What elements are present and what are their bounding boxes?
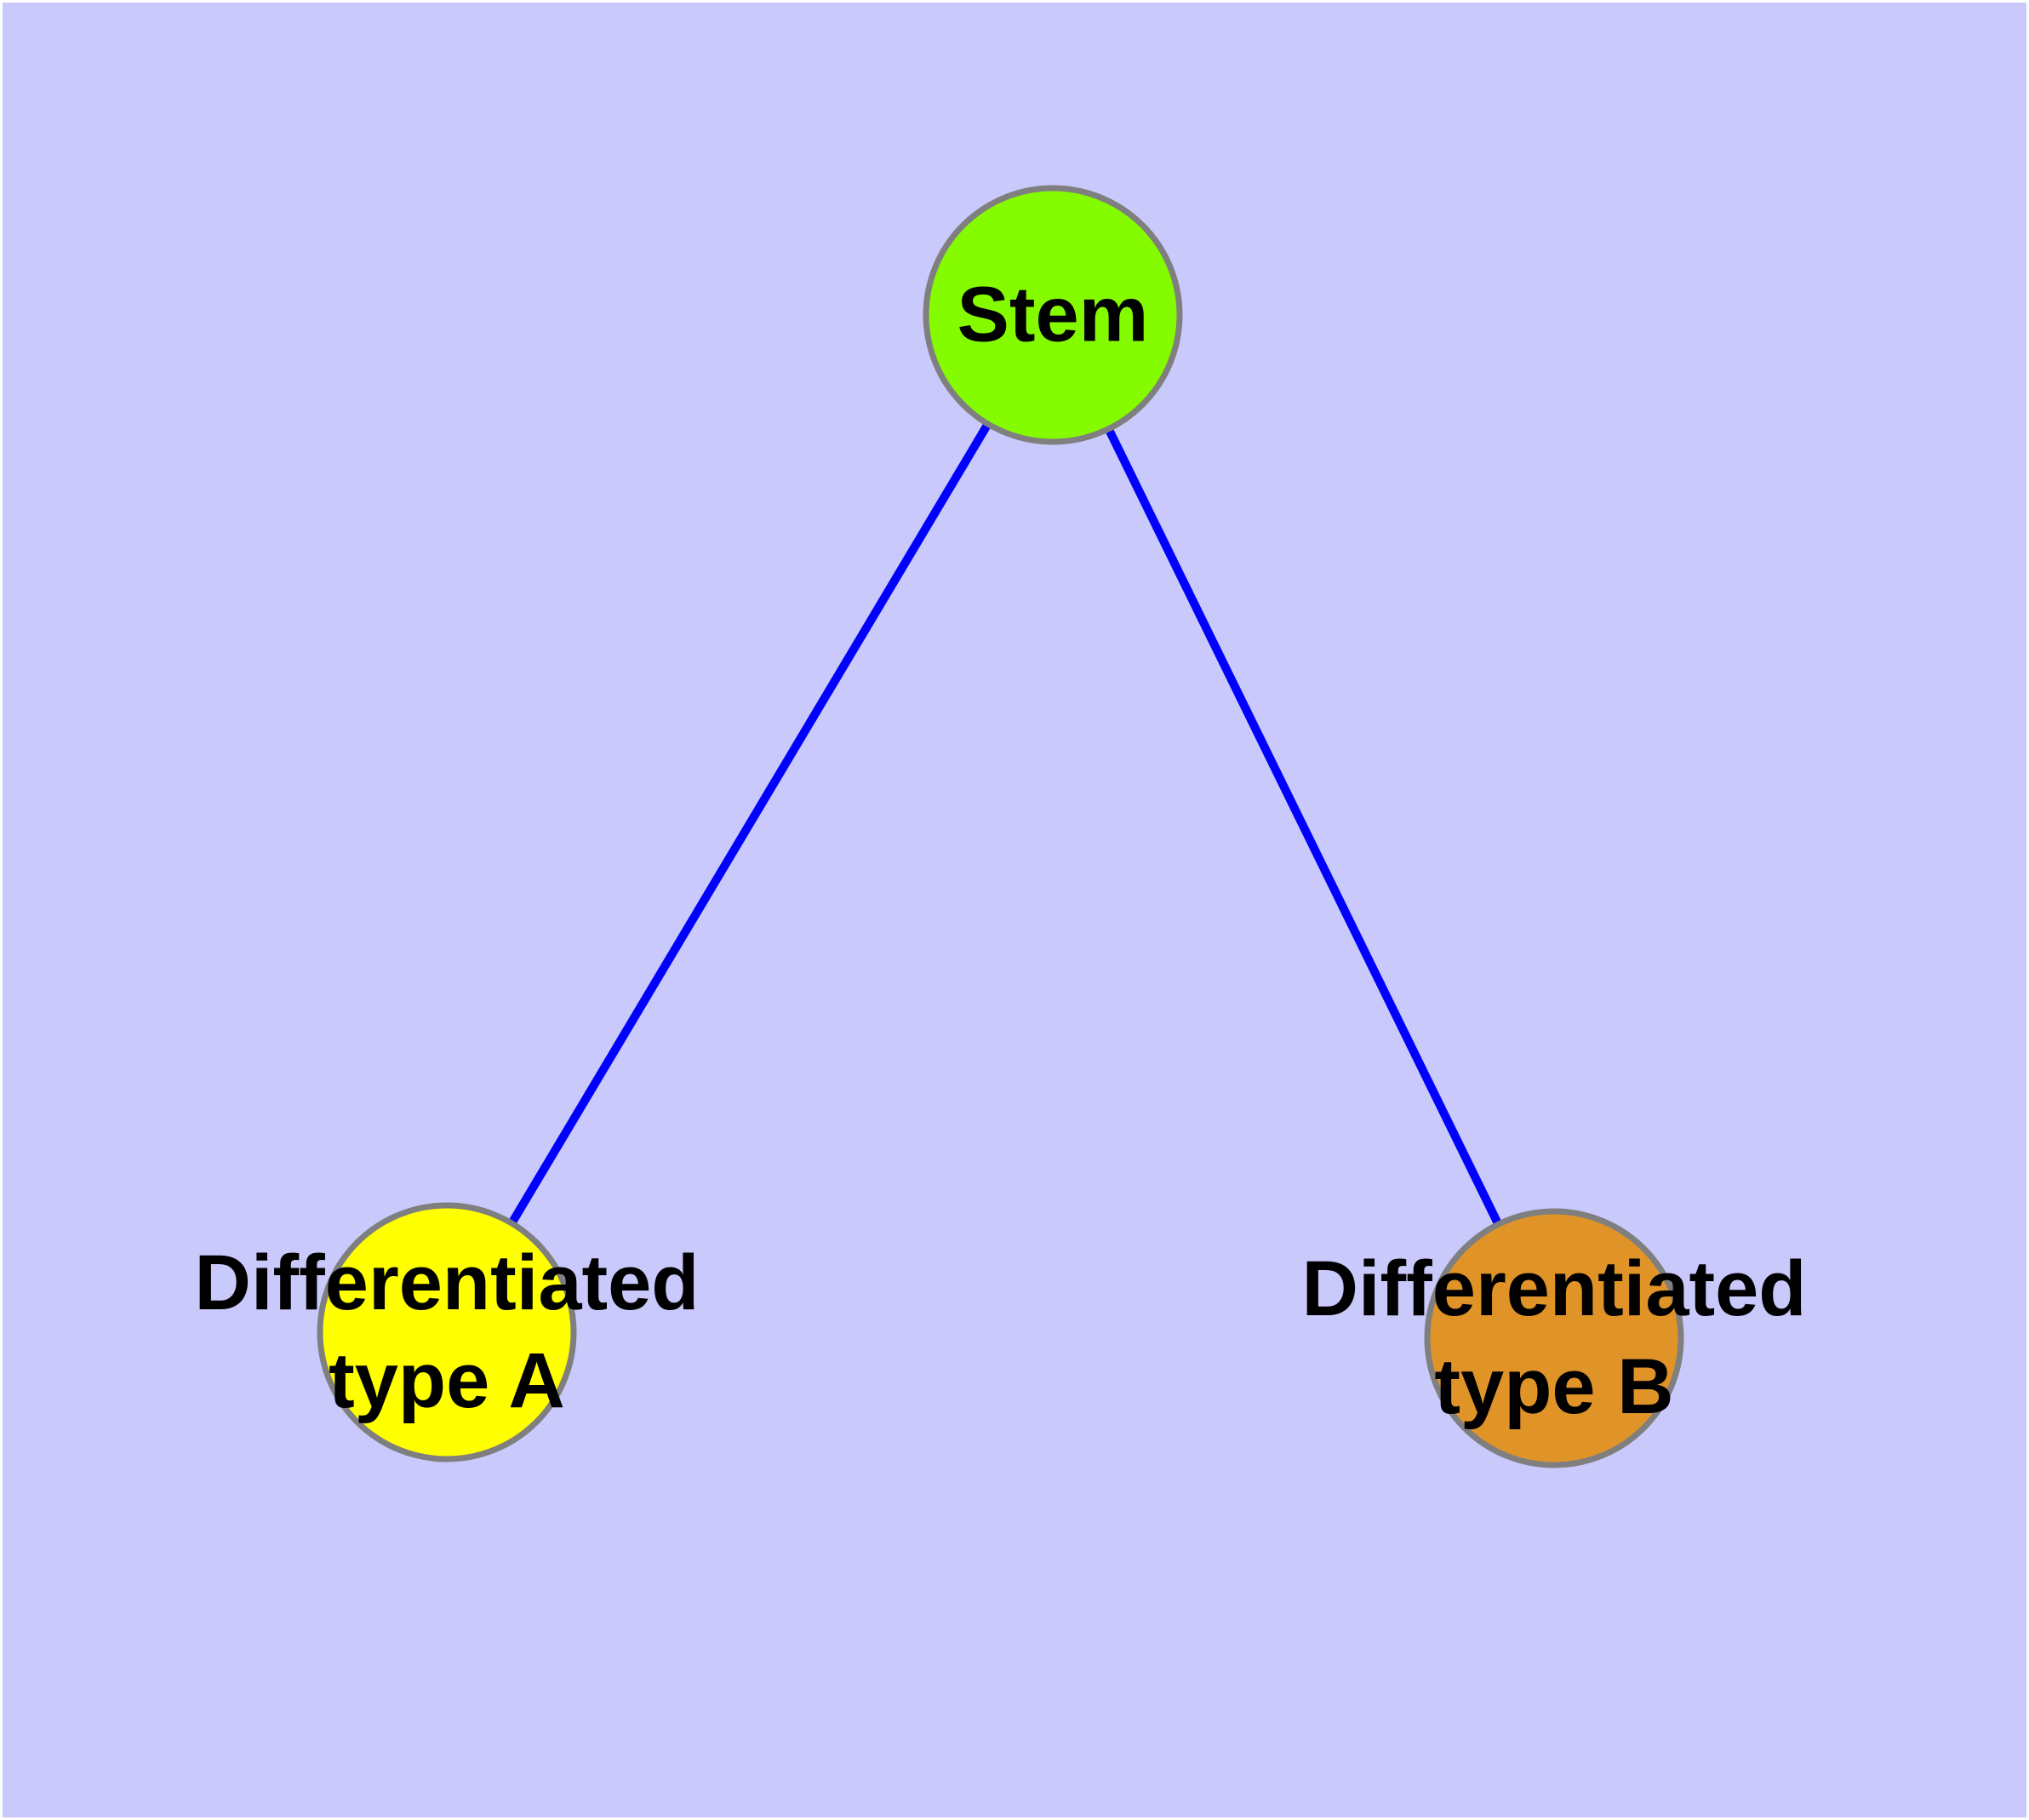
edge-stem-to-type-a — [443, 312, 1057, 1335]
node-differentiated-type-b — [1424, 1208, 1684, 1468]
node-stem — [923, 185, 1183, 445]
edge-stem-to-type-b — [1049, 312, 1558, 1341]
node-differentiated-type-a — [317, 1202, 577, 1462]
